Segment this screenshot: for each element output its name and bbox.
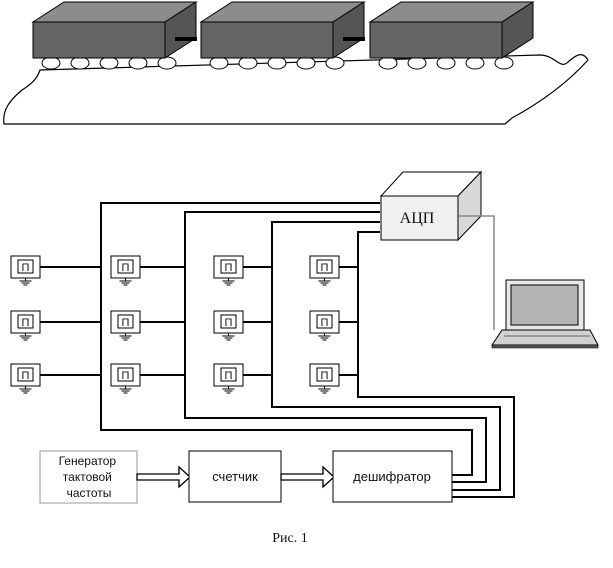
train-wheel	[378, 56, 398, 70]
train-wheel	[238, 56, 258, 70]
generator-label-line1: Генератор	[59, 454, 117, 468]
embankment	[3, 54, 589, 125]
sensor-inner-box	[220, 367, 237, 382]
train-car	[31, 1, 198, 70]
sensor-label: П	[225, 262, 233, 274]
train-car-front	[32, 21, 166, 59]
adc-box: АЦП	[379, 170, 483, 242]
sensor-p: П	[110, 255, 141, 286]
sensor-p: П	[110, 310, 141, 341]
train-wheel	[296, 56, 316, 70]
train-wheel	[407, 56, 427, 70]
sensor-inner-box	[220, 259, 237, 274]
sensor-inner-box	[117, 314, 134, 329]
sensor-inner-box	[220, 314, 237, 329]
train-wheel	[494, 56, 514, 70]
train-car-front	[200, 21, 334, 59]
sensor-label: П	[22, 317, 30, 329]
bus-column-3	[271, 221, 501, 491]
sensor-inner-box	[17, 259, 34, 274]
sensor-label: П	[122, 262, 130, 274]
laptop-screen	[510, 284, 579, 326]
train-wheel	[99, 56, 119, 70]
sensor-p: П	[213, 310, 244, 341]
sensor-label: П	[22, 370, 30, 382]
sensor-p: П	[213, 363, 244, 394]
counter-block: счетчик	[188, 450, 282, 503]
decoder-block: дешифратор	[332, 450, 453, 503]
sensor-label: П	[122, 370, 130, 382]
adc-label: АЦП	[400, 210, 435, 227]
counter-box	[188, 450, 282, 503]
sensor-label: П	[225, 317, 233, 329]
sensor-p: П	[309, 255, 340, 286]
train-car-front	[369, 21, 503, 59]
sensor-p: П	[10, 310, 41, 341]
laptop-base	[491, 344, 599, 349]
bus-column-4	[357, 231, 515, 498]
sensor-label: П	[321, 317, 329, 329]
train-wheel	[325, 56, 345, 70]
train-scene	[3, 1, 589, 125]
sensor-inner-box	[316, 259, 333, 274]
sensor-inner-box	[316, 314, 333, 329]
sensor-inner-box	[117, 259, 134, 274]
train-wheel	[465, 56, 485, 70]
sensor-p: П	[213, 255, 244, 286]
sensor-p: П	[110, 363, 141, 394]
sensor-inner-box	[17, 367, 34, 382]
bus-column-2	[184, 211, 487, 483]
generator-box	[39, 450, 138, 504]
sensor-p: П	[10, 255, 41, 286]
sensor-label: П	[122, 317, 130, 329]
generator-label-line2: тактовой	[63, 470, 112, 484]
sensor-p: П	[309, 363, 340, 394]
generator-block: Генератор тактовой частоты	[39, 450, 138, 504]
wiring	[40, 202, 515, 498]
train-cars	[31, 1, 535, 70]
figure-caption: Рис. 1	[272, 531, 308, 546]
sensor-label: П	[225, 370, 233, 382]
train-wheel	[41, 56, 61, 70]
train-coupler	[343, 37, 365, 41]
sensor-inner-box	[17, 314, 34, 329]
train-wheel	[128, 56, 148, 70]
train-wheel	[70, 56, 90, 70]
sensor-label: П	[321, 262, 329, 274]
train-car	[368, 1, 535, 70]
sensor-label: П	[22, 262, 30, 274]
laptop	[491, 279, 599, 349]
arrow-counter-decoder	[280, 465, 335, 489]
train-wheel	[157, 56, 177, 70]
train-coupler	[175, 37, 197, 41]
bus-column-1	[100, 202, 473, 476]
decoder-label: дешифратор	[353, 469, 431, 484]
sensors: П П П П П П П П П П П П	[10, 255, 340, 394]
svg-text:Генератор тактовой: Генератор тактовой частоты	[59, 454, 120, 500]
train-car	[199, 1, 366, 70]
sensor-inner-box	[117, 367, 134, 382]
train-wheel	[436, 56, 456, 70]
adc-laptop-cable	[458, 215, 495, 330]
sensor-inner-box	[316, 367, 333, 382]
laptop-keyboard	[491, 329, 599, 346]
counter-label: счетчик	[212, 469, 258, 484]
arrow-generator-counter	[136, 465, 191, 489]
decoder-box	[332, 450, 453, 503]
sensor-label: П	[321, 370, 329, 382]
generator-label-line3: частоты	[67, 486, 112, 500]
sensor-taps	[40, 266, 358, 376]
sensor-p: П	[10, 363, 41, 394]
train-wheel	[267, 56, 287, 70]
adc-front-face	[380, 195, 459, 241]
train-wheel	[209, 56, 229, 70]
sensor-p: П	[309, 310, 340, 341]
